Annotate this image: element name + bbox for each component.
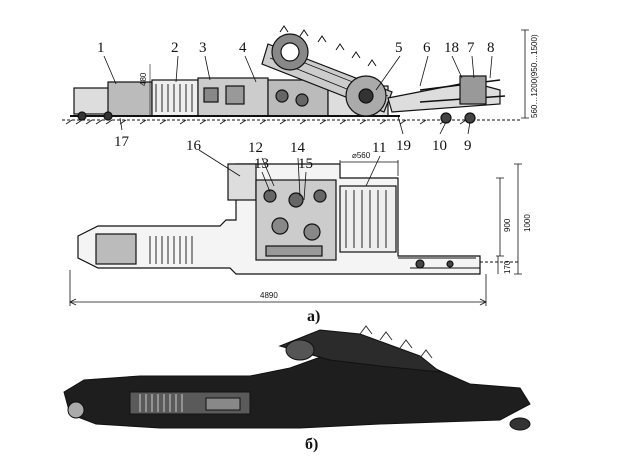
photo-view [63, 325, 531, 431]
dimension-labels: 480 560…1200(950…1500) ⌀560 900 1000 170… [139, 34, 539, 300]
dim-170: 170 [503, 260, 512, 274]
dim-1000: 1000 [523, 214, 532, 232]
callout-8: 8 [487, 40, 495, 56]
callout-leaders-top [103, 55, 493, 135]
side-elevation-view [62, 25, 529, 125]
callout-11: 11 [372, 140, 386, 156]
caption-a: а) [307, 308, 320, 325]
callout-6: 6 [423, 40, 431, 56]
callout-4: 4 [239, 40, 247, 56]
callout-3: 3 [199, 40, 207, 56]
callout-5: 5 [395, 40, 403, 56]
callout-9: 9 [464, 138, 472, 154]
callout-17: 17 [114, 134, 130, 150]
callout-12: 12 [248, 140, 263, 156]
callout-19: 19 [396, 138, 411, 154]
callout-leaders-plan [198, 149, 381, 201]
dim-drum-diameter: ⌀560 [352, 151, 371, 160]
callout-16: 16 [186, 138, 202, 154]
callout-7: 7 [467, 40, 475, 56]
dim-overall-length: 4890 [260, 291, 278, 300]
callout-15: 15 [298, 156, 313, 172]
plan-view [69, 160, 522, 306]
callout-labels: 1 2 3 4 5 6 18 7 8 17 19 10 9 16 12 13 1… [97, 40, 495, 172]
callout-18: 18 [444, 40, 459, 56]
dim-480: 480 [139, 72, 148, 86]
dim-900: 900 [503, 218, 512, 232]
callout-10: 10 [432, 138, 447, 154]
callout-14: 14 [290, 140, 306, 156]
callout-1: 1 [97, 40, 105, 56]
dim-height-range: 560…1200(950…1500) [530, 34, 539, 118]
caption-b: б) [305, 436, 318, 453]
callout-2: 2 [171, 40, 179, 56]
callout-13: 13 [254, 156, 269, 172]
